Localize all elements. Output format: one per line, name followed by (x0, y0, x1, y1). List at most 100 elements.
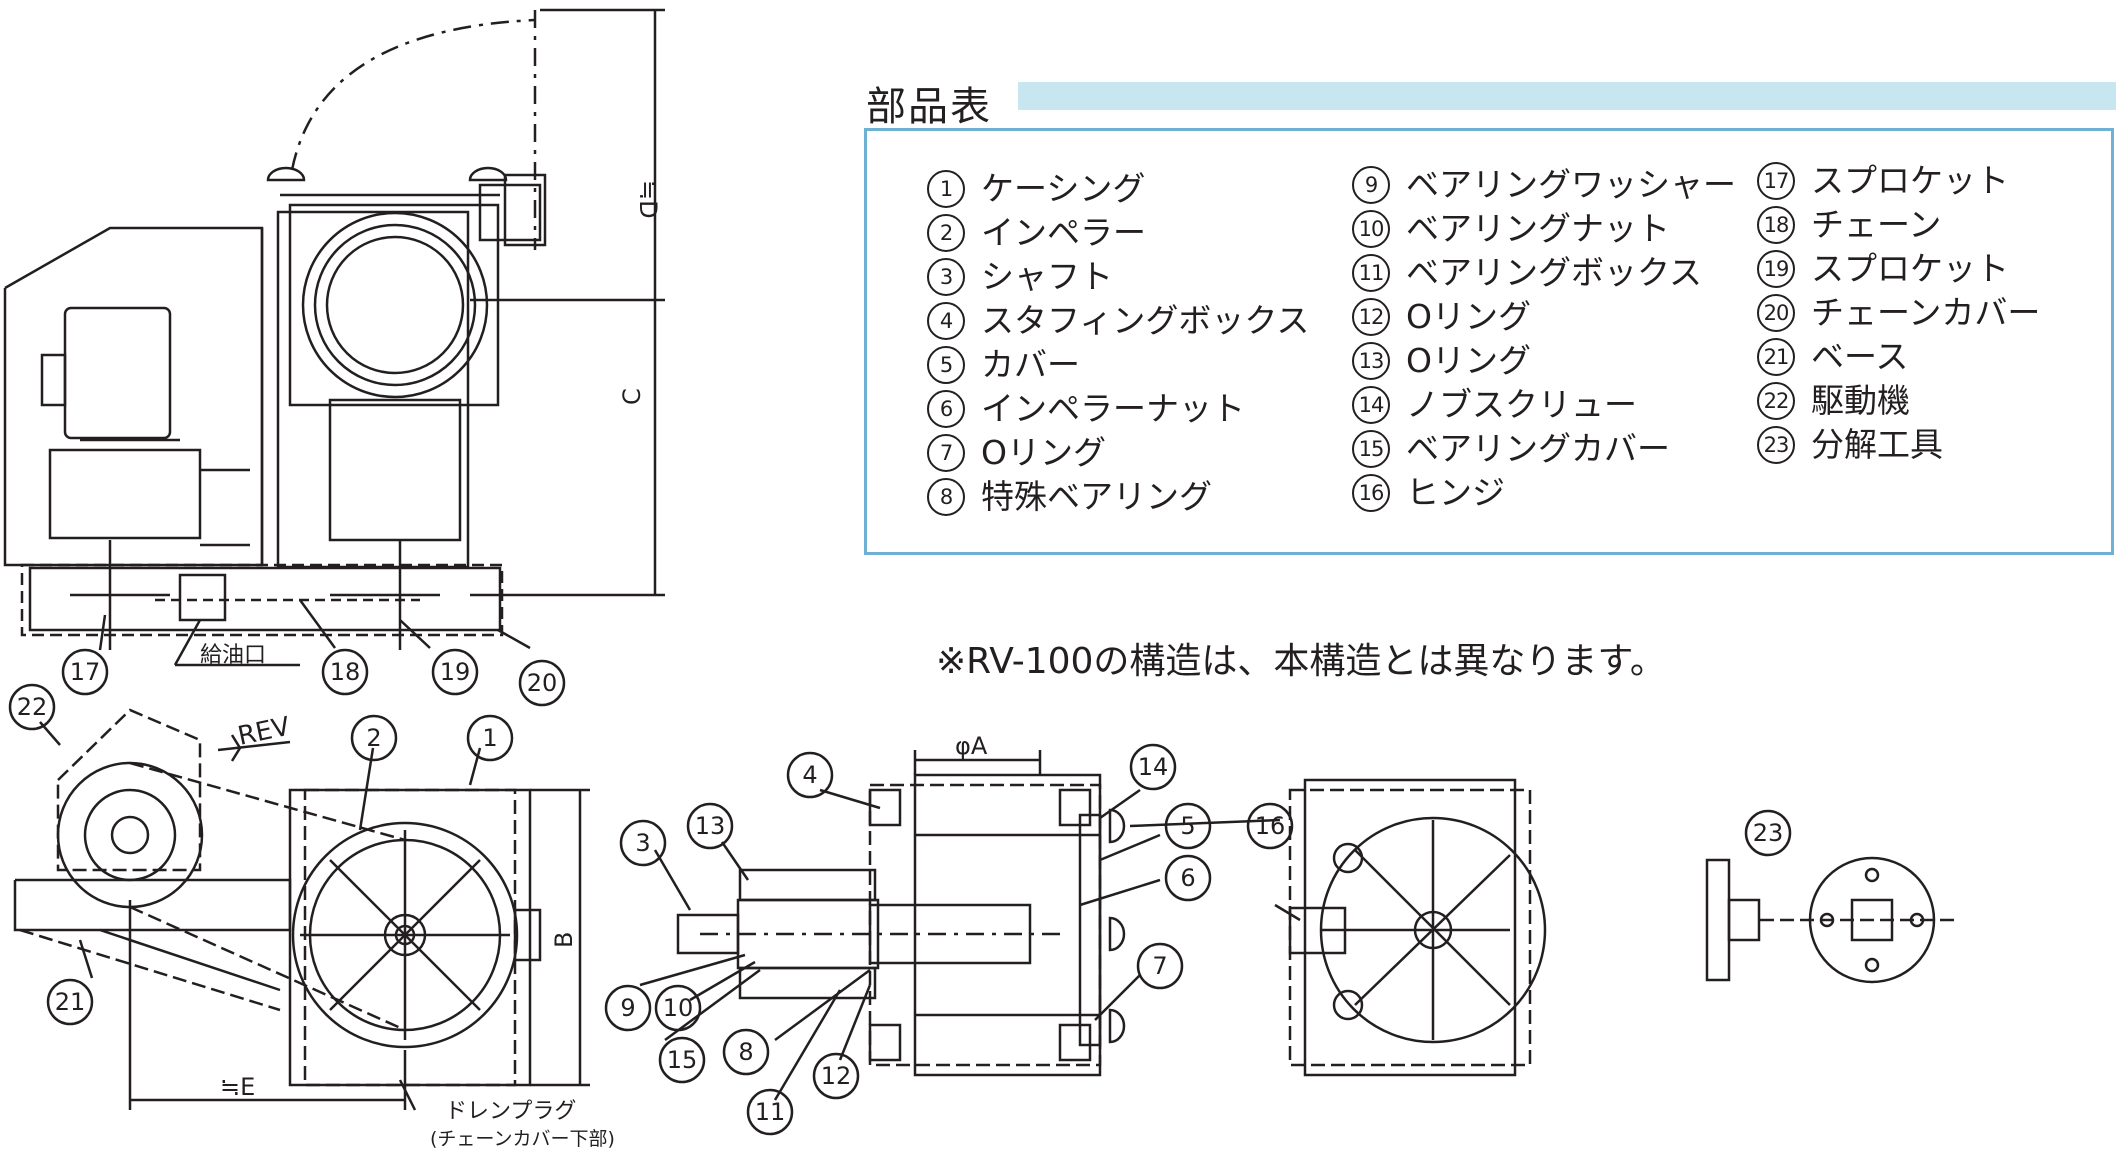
svg-text:6: 6 (1180, 864, 1195, 892)
part-name: スプロケット (1811, 249, 2009, 288)
part-number: 9 (1352, 166, 1390, 204)
callout-19 (431, 648, 479, 696)
parts-table-title: 部品表 (866, 84, 992, 130)
part-number: 1 (927, 170, 965, 208)
part-item: 1 ケーシング (927, 169, 1145, 209)
title-bar-decoration (1018, 82, 2116, 110)
part-item: 5 カバー (927, 345, 1080, 385)
svg-text:16: 16 (1255, 812, 1286, 840)
svg-text:22: 22 (17, 693, 48, 721)
part-name: 駆動機 (1811, 381, 1910, 420)
svg-text:5: 5 (1180, 812, 1195, 840)
svg-text:7: 7 (1152, 952, 1167, 980)
side-elevation-view (3, 8, 665, 667)
oil-inlet-label: 給油口 (200, 643, 266, 668)
part-number: 20 (1757, 294, 1795, 332)
callout-17 (61, 648, 109, 696)
callout-16 (1246, 802, 1294, 850)
part-name: インペラーナット (981, 389, 1245, 428)
part-name: ケーシング (981, 169, 1146, 208)
callout-10 (654, 984, 702, 1032)
end-view (1274, 778, 1547, 1077)
svg-text:23: 23 (1753, 819, 1784, 847)
callout-6 (1164, 854, 1212, 902)
part-number: 15 (1352, 430, 1390, 468)
callout-12 (812, 1052, 860, 1100)
svg-text:21: 21 (55, 988, 86, 1016)
part-number: 22 (1757, 382, 1795, 420)
part-item: 16 ヒンジ (1352, 473, 1505, 513)
part-item: 13 Oリング (1352, 341, 1531, 381)
part-item: 10 ベアリングナット (1352, 209, 1670, 249)
part-name: ヒンジ (1406, 473, 1505, 512)
svg-text:8: 8 (738, 1038, 753, 1066)
part-item: 22 駆動機 (1757, 381, 1910, 421)
callout-8 (722, 1028, 770, 1076)
svg-text:17: 17 (70, 658, 101, 686)
part-number: 23 (1757, 426, 1795, 464)
svg-text:11: 11 (755, 1098, 786, 1126)
part-number: 21 (1757, 338, 1795, 376)
dim-e-label: ≒E (220, 1073, 255, 1101)
dim-c-label: C (618, 388, 646, 405)
part-name: ノブスクリュー (1406, 385, 1637, 424)
callout-22 (8, 683, 56, 731)
part-name: チェーン (1811, 205, 1942, 244)
part-number: 12 (1352, 298, 1390, 336)
svg-text:13: 13 (695, 812, 726, 840)
part-name: シャフト (981, 257, 1113, 296)
rev-label: REV (235, 712, 293, 752)
part-name: ベアリングボックス (1406, 253, 1703, 292)
svg-text:2: 2 (366, 724, 381, 752)
svg-text:10: 10 (663, 994, 694, 1022)
callout-14 (1129, 743, 1177, 791)
part-name: カバー (981, 345, 1080, 384)
callout-15 (658, 1036, 706, 1084)
svg-text:15: 15 (667, 1046, 698, 1074)
part-number: 3 (927, 258, 965, 296)
part-number: 13 (1352, 342, 1390, 380)
callout-21 (46, 978, 94, 1026)
part-name: スタフィングボックス (981, 301, 1310, 340)
callout-11 (746, 1088, 794, 1136)
callout-3 (619, 819, 667, 867)
part-item: 2 インペラー (927, 213, 1146, 253)
part-item: 12 Oリング (1352, 297, 1531, 337)
part-item: 19 スプロケット (1757, 249, 2009, 289)
svg-text:9: 9 (620, 994, 635, 1022)
svg-text:12: 12 (821, 1062, 852, 1090)
part-name: インペラー (981, 213, 1146, 252)
dim-d-label: ≒D (634, 180, 662, 219)
part-item: 18 チェーン (1757, 205, 1941, 245)
callout-5 (1164, 802, 1212, 850)
part-number: 19 (1757, 250, 1795, 288)
part-number: 14 (1352, 386, 1390, 424)
part-number: 16 (1352, 474, 1390, 512)
part-number: 10 (1352, 210, 1390, 248)
front-view (13, 708, 590, 1111)
part-number: 8 (927, 478, 965, 516)
part-name: ベアリングナット (1406, 209, 1670, 248)
callout-13 (686, 802, 734, 850)
part-number: 18 (1757, 206, 1795, 244)
part-name: Oリング (1406, 341, 1531, 380)
part-number: 5 (927, 346, 965, 384)
callout-7 (1136, 942, 1184, 990)
part-number: 2 (927, 214, 965, 252)
part-number: 7 (927, 434, 965, 472)
part-name: Oリング (1406, 297, 1531, 336)
svg-text:18: 18 (330, 658, 361, 686)
svg-text:19: 19 (440, 658, 471, 686)
callout-4 (786, 751, 834, 799)
part-item: 3 シャフト (927, 257, 1113, 297)
